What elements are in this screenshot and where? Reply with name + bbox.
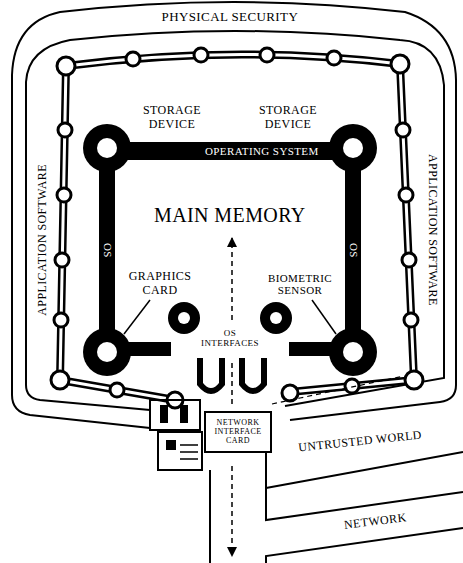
gatehouse-steps xyxy=(180,445,198,459)
wall-tower xyxy=(345,379,359,393)
keep-tower xyxy=(329,328,377,376)
wall-label: OS xyxy=(101,242,114,257)
region-label: PHYSICAL SECURITY xyxy=(162,10,299,25)
gatehouse xyxy=(205,412,271,452)
region-label: MAIN MEMORY xyxy=(154,204,306,227)
gatehouse-building xyxy=(158,432,202,470)
road-edge xyxy=(209,470,211,563)
component-label: STORAGE DEVICE xyxy=(132,104,212,132)
component-label: STORAGE DEVICE xyxy=(248,104,328,132)
wall-label: OPERATING SYSTEM xyxy=(205,145,319,158)
leader-line xyxy=(124,300,150,334)
gate-tower-room xyxy=(270,312,282,324)
road-edge xyxy=(266,452,463,488)
road-edge xyxy=(266,528,463,563)
wall-tower xyxy=(396,123,410,137)
wall-tower xyxy=(405,371,423,389)
wall-tower xyxy=(110,383,124,397)
keep-wall-top xyxy=(99,142,361,160)
data-flow-arrow xyxy=(231,466,233,556)
region-label: UNTRUSTED WORLD xyxy=(298,429,423,456)
keep-tower xyxy=(329,124,377,172)
keep-tower xyxy=(83,328,131,376)
wall-label: OS xyxy=(347,242,360,257)
data-flow-line xyxy=(231,360,233,404)
gate-passage xyxy=(200,358,222,391)
keep-towers xyxy=(83,124,377,376)
data-flow-line xyxy=(272,376,404,404)
keep-tower-room xyxy=(97,138,117,158)
data-flow-arrow xyxy=(231,238,233,320)
wall-tower xyxy=(260,48,274,62)
wall-tower xyxy=(282,385,298,401)
wall-tower xyxy=(126,52,140,66)
wall-tower xyxy=(57,188,71,202)
keep-tower xyxy=(83,124,131,172)
gate-tower xyxy=(260,302,292,334)
road-edge xyxy=(266,452,463,520)
wall-tower xyxy=(404,313,418,327)
gate-tower xyxy=(168,302,200,334)
region-label: APPLICATION SOFTWARE xyxy=(36,164,50,316)
gatehouse-block xyxy=(160,405,168,423)
wall-tower xyxy=(399,188,413,202)
component-label: GRAPHICS CARD xyxy=(122,270,198,298)
wall-tower xyxy=(51,371,69,389)
wall-tower xyxy=(57,57,75,75)
moat-outer-bank xyxy=(12,2,456,428)
wall-towers xyxy=(51,48,423,408)
wall-tower xyxy=(58,123,72,137)
region-label: NETWORK xyxy=(343,511,407,532)
wall-tower xyxy=(391,55,409,73)
curtain-wall xyxy=(60,54,414,400)
wall-tower xyxy=(194,48,208,62)
region-label: APPLICATION SOFTWARE xyxy=(425,154,439,306)
wall-tower xyxy=(327,51,341,65)
keep-wall-right xyxy=(345,142,361,356)
component-label: BIOMETRIC SENSOR xyxy=(262,272,338,297)
keep-tower-room xyxy=(343,342,363,362)
leader-line xyxy=(312,300,336,334)
keep-wall-left xyxy=(99,142,115,356)
keep-tower-room xyxy=(97,342,117,362)
gate-tower-room xyxy=(178,312,190,324)
wall-tower xyxy=(54,313,68,327)
wall-tower xyxy=(402,253,416,267)
gatehouse-building xyxy=(150,400,200,430)
component-label: NETWORK INTERFACE CARD xyxy=(208,418,268,446)
gate-passage xyxy=(242,358,264,391)
gatehouse-block xyxy=(180,405,188,423)
moat-inner-bank xyxy=(26,31,444,410)
keep-tower-room xyxy=(343,138,363,158)
curtain-wall-walk xyxy=(60,54,414,400)
component-label: OS INTERFACES xyxy=(195,328,265,349)
wall-tower xyxy=(55,253,69,267)
gatehouse-block xyxy=(166,440,176,450)
